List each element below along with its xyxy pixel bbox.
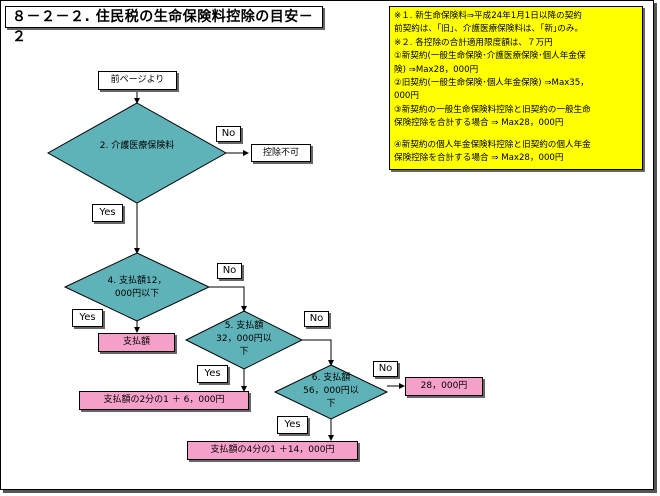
yes-label: Yes [92, 204, 123, 222]
result-4-box: 支払額 [98, 333, 175, 352]
no-label: No [373, 361, 398, 377]
note-line: ※１. 新生命保険料⇒平成24年1月1日以降の契約 [394, 11, 582, 21]
decision-5-label: 5. 支払額32，000円以下 [216, 321, 272, 357]
note-line: ①新契約(一般生命保険･介護医療保険･個人年金保 [394, 51, 586, 62]
yes-label: Yes [72, 309, 103, 327]
result-6-box: 支払額の4分の1 ＋14，000円 [187, 441, 358, 460]
start-box: 前ページより [98, 71, 177, 90]
note-line: ④新契約の個人年金保険料控除と旧契約の個人年金 [394, 139, 591, 150]
note-line: 000円 [394, 91, 419, 102]
no-label: No [216, 126, 241, 142]
note-line: ※２. 各控除の合計適用限度額は、７万円 [394, 37, 553, 48]
decision-1-label: 2. 介護医療保険料 [99, 141, 175, 151]
yes-label: Yes [277, 416, 308, 434]
no-label: No [304, 311, 329, 327]
note-line: 前契約は、｢旧｣、介護医療保険料は、｢新｣のみ。 [394, 24, 584, 35]
decision-4-label: 4. 支払額12，000円以下 [107, 276, 167, 299]
result-5-box: 支払額の2分の1 ＋ 6，000円 [79, 391, 249, 410]
note-line: ②旧契約(一般生命保険･個人年金保険) ⇒Max35， [394, 78, 589, 89]
note-line: ③新契約の一般生命保険料控除と旧契約の一般生命 [394, 104, 591, 115]
page-title: ８－２－２. 住民税の生命保険料控除の目安－２ [5, 6, 323, 45]
note-line: 保険控除を合計する場合 ⇒ Max28，000円 [394, 118, 564, 129]
note-box: ※１. 新生命保険料⇒平成24年1月1日以降の契約 前契約は、｢旧｣、介護医療保… [389, 6, 643, 170]
no-deduction-box: 控除不可 [251, 144, 311, 162]
result-6-no-box: 28，000円 [405, 377, 483, 396]
decision-diamond-1 [46, 102, 228, 204]
no-label: No [217, 263, 242, 279]
decision-6-label: 6. 支払額56，000円以下 [303, 373, 359, 409]
note-line: 険) ⇒Max28，000円 [394, 64, 479, 75]
note-line: 保険控除を合計する場合 ⇒ Max28，000円 [394, 153, 564, 164]
yes-label: Yes [197, 365, 228, 383]
